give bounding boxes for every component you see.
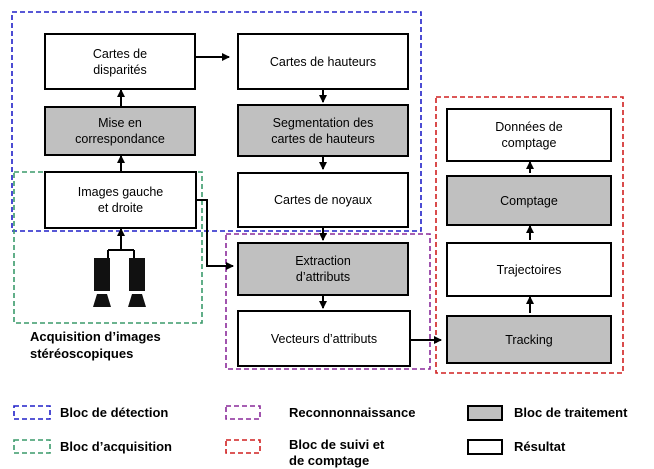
legend-detection-swatch [13, 405, 51, 420]
comptage-box: Comptage [446, 175, 612, 226]
legend-detection-label: Bloc de détection [60, 405, 169, 420]
legend-acquisition-label: Bloc d’acquisition [60, 439, 172, 454]
legend-suivi-label: Bloc de suivi et de comptage [289, 437, 385, 468]
segmentation-box: Segmentation des cartes de hauteurs [237, 104, 409, 157]
legend-resultat-swatch [467, 439, 503, 455]
reconnaissance-block-outline [225, 233, 431, 370]
arrow-images-to-extraction [197, 199, 234, 270]
cartes-disparites-box: Cartes de disparités [44, 33, 196, 90]
legend-acquisition-swatch [13, 439, 51, 454]
donnees-comptage-box: Données de comptage [446, 108, 612, 162]
legend-reconnaissance-swatch [225, 405, 261, 420]
acquisition-caption: Acquisition d’images stéréoscopiques [30, 329, 161, 361]
cartes-noyaux-box: Cartes de noyaux [237, 172, 409, 228]
suivi-block-outline [435, 96, 624, 374]
extraction-attributs-box: Extraction d’attributs [237, 242, 409, 296]
mise-en-correspondance-box: Mise en correspondance [44, 106, 196, 156]
legend-traitement-swatch [467, 405, 503, 421]
images-gauche-droite-box: Images gauche et droite [44, 171, 197, 229]
stereo-camera-icon [93, 249, 146, 307]
tracking-box: Tracking [446, 315, 612, 364]
trajectoires-box: Trajectoires [446, 242, 612, 297]
legend-reconnaissance-label: Reconnonnaissance [289, 405, 416, 420]
detection-block-outline [11, 11, 422, 232]
legend-resultat-label: Résultat [514, 439, 566, 454]
legend-traitement-label: Bloc de traitement [514, 405, 628, 420]
vecteurs-attributs-box: Vecteurs d’attributs [237, 310, 411, 367]
acquisition-block-outline [13, 171, 203, 324]
cartes-hauteurs-box: Cartes de hauteurs [237, 33, 409, 90]
legend-suivi-swatch [225, 439, 261, 454]
